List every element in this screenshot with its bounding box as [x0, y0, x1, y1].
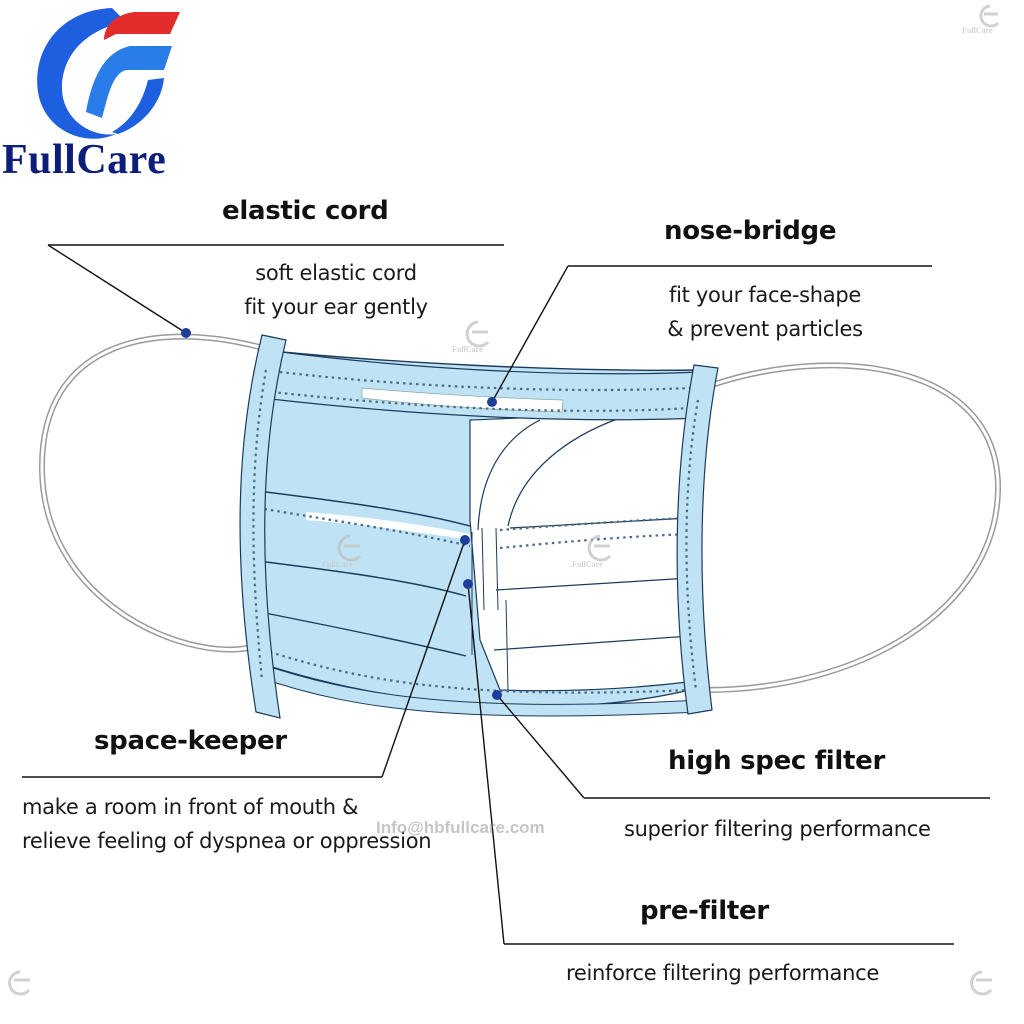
watermark-label: FullCare [452, 345, 483, 354]
watermark-label: FullCare [962, 26, 993, 35]
brand-name: FullCare [2, 137, 167, 183]
callout-space-keeper-title: space-keeper [94, 726, 287, 756]
callout-high-spec-filter-description: superior filtering performance [624, 812, 931, 846]
callout-elastic-cord-leader [47, 244, 504, 338]
description-line: soft elastic cord [255, 261, 417, 285]
watermark-label: FullCare [572, 560, 603, 569]
watermark-label: FullCare [322, 560, 353, 569]
description-line: relieve feeling of dyspnea or oppression [22, 829, 432, 853]
callout-space-keeper-description: make a room in front of mouth & relieve … [22, 790, 432, 858]
mask-body [239, 334, 719, 719]
right-ear-loop [705, 362, 1002, 693]
description-line: superior filtering performance [624, 817, 931, 841]
callout-nose-bridge-description: fit your face-shape & prevent particles [650, 278, 880, 346]
callout-elastic-cord-title: elastic cord [222, 196, 389, 226]
left-ear-loop [38, 333, 271, 653]
callout-high-spec-filter-title: high spec filter [668, 746, 885, 776]
description-line: reinforce filtering performance [566, 961, 879, 985]
callout-space-keeper-leader [22, 535, 470, 778]
description-line: make a room in front of mouth & [22, 795, 359, 819]
watermark-email: Info@hbfullcare.com [376, 818, 545, 837]
callout-high-spec-filter-leader [492, 690, 990, 799]
description-line: fit your ear gently [244, 295, 428, 319]
callout-nose-bridge-title: nose-bridge [664, 216, 837, 246]
callout-nose-bridge-leader [487, 265, 932, 407]
callout-pre-filter-description: reinforce filtering performance [566, 956, 879, 990]
callout-pre-filter-leader [463, 579, 954, 945]
description-line: & prevent particles [667, 317, 863, 341]
callout-pre-filter-title: pre-filter [640, 896, 769, 926]
description-line: fit your face-shape [668, 283, 861, 307]
callout-elastic-cord-description: soft elastic cord fit your ear gently [226, 256, 446, 324]
fullcare-f-logo-icon [37, 8, 180, 139]
watermark-logo-icon [8, 4, 1000, 996]
